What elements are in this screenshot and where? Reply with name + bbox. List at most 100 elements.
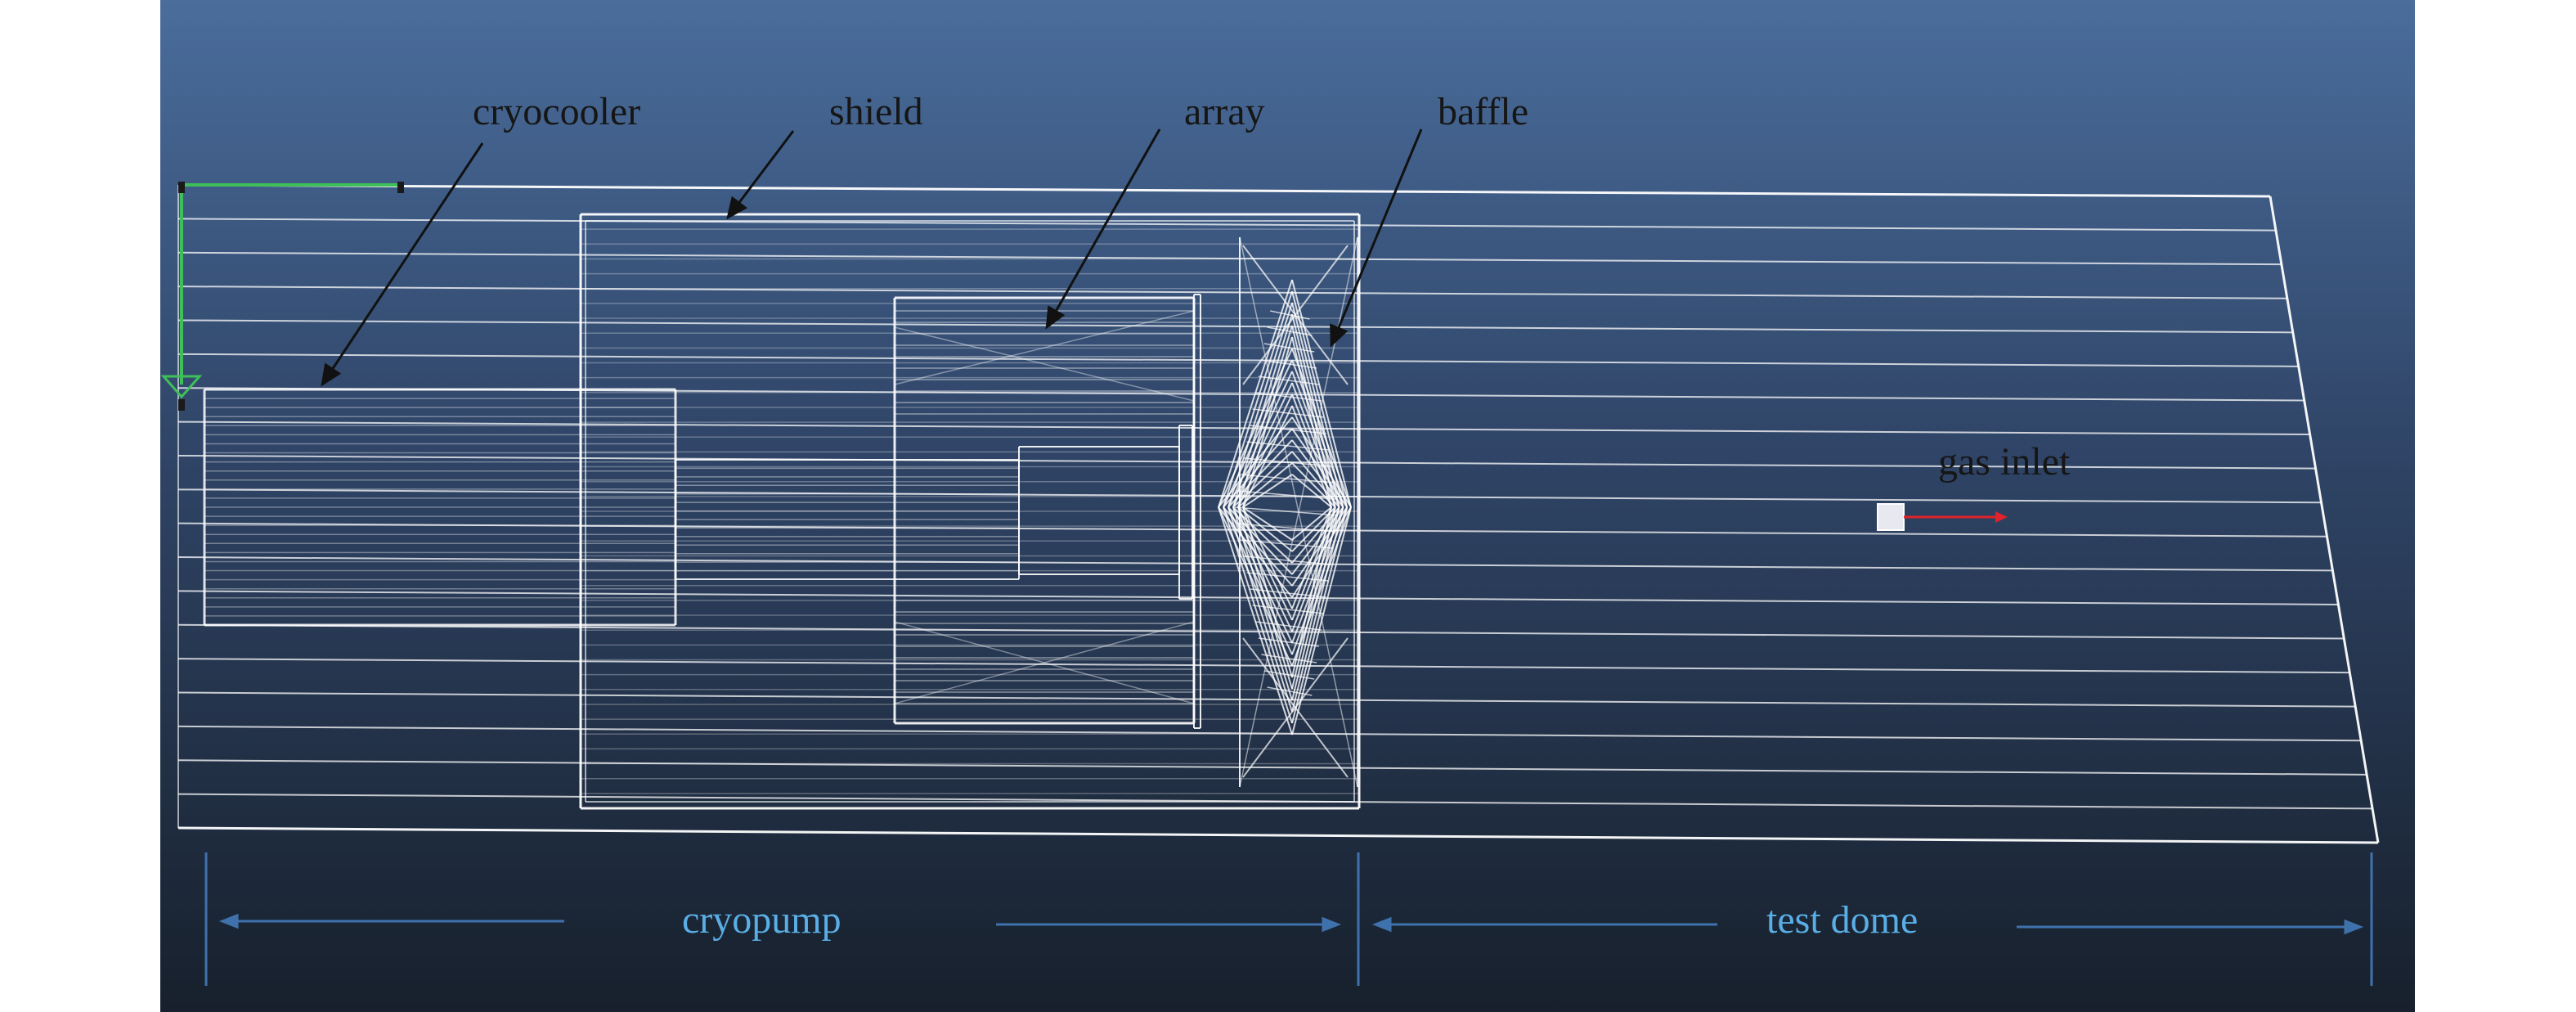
wireframe-edge <box>1291 506 1344 644</box>
wireframe-edge <box>894 621 1195 704</box>
baffle-label: baffle <box>1438 90 1528 133</box>
wireframe-edge <box>1291 506 1352 735</box>
wireframe-edge <box>1232 382 1293 508</box>
shield-label: shield <box>829 90 923 133</box>
wireframe-edge <box>1291 371 1344 508</box>
wireframe-edge <box>1255 621 1322 631</box>
wireframe-edge <box>177 522 2327 537</box>
wireframe-edge <box>1237 506 1293 690</box>
wireframe-edge <box>1232 506 1293 632</box>
array-leader <box>1045 128 1161 330</box>
wireframe-edge <box>1263 670 1315 680</box>
baffle-leader <box>1330 128 1423 348</box>
wireframe-edge <box>1258 637 1320 647</box>
wireframe-edge <box>1270 310 1310 320</box>
wireframe-edge <box>1246 572 1329 582</box>
wireframe-edge <box>1243 555 1331 565</box>
baffle-wireframe <box>1218 236 1358 788</box>
wireframe-edge <box>1227 506 1293 713</box>
wireframe-edge <box>1242 474 1293 508</box>
cryopump-dimension-label: cryopump <box>682 898 841 942</box>
wireframe-edge <box>1252 605 1324 614</box>
wireframe-edge <box>1291 506 1332 609</box>
wireframe-edge <box>1252 408 1324 418</box>
wireframe-edge <box>1237 325 1293 508</box>
wireframe-edge <box>177 488 2322 504</box>
gas-inlet-marker <box>1877 503 2008 531</box>
wireframe-edge <box>1291 394 1336 508</box>
wireframe-edge <box>177 183 2271 198</box>
wireframe-edge <box>177 691 2356 708</box>
wireframe-edge <box>1267 686 1313 696</box>
cryocooler-leader <box>321 142 484 387</box>
wireframe-edge <box>1246 441 1329 451</box>
wireframe-edge <box>1237 523 1336 533</box>
wireframe-edge <box>1258 376 1320 385</box>
wireframe-edge <box>894 621 1195 704</box>
wireframe-edge <box>1291 290 1349 508</box>
wireframe-edge <box>1249 588 1326 598</box>
array-label: array <box>1184 90 1265 133</box>
wireframe-edge <box>1243 457 1331 467</box>
wireframe-edge <box>1291 506 1336 621</box>
wireframe-edge <box>177 319 2293 334</box>
wireframe-edge <box>1223 290 1293 508</box>
wireframe-edge <box>894 310 1195 385</box>
cryocooler-wireframe <box>203 388 677 627</box>
wireframe-edge <box>1242 506 1293 678</box>
wireframe-edge <box>1291 506 1344 713</box>
shield-wireframe <box>579 213 1361 810</box>
wireframe-edge <box>1261 654 1317 663</box>
wireframe-edge <box>1223 506 1293 655</box>
wireframe-edge <box>1249 425 1326 434</box>
cryocooler-label: cryocooler <box>473 90 640 133</box>
wireframe-edge <box>1291 313 1340 508</box>
axis-triad-icon <box>160 182 404 411</box>
wireframe-edge <box>1234 506 1339 516</box>
wireframe-edge <box>177 251 2282 266</box>
wireframe-edge <box>2269 196 2380 843</box>
wireframe-edge <box>1242 405 1293 508</box>
wireframe-edge <box>1227 371 1293 508</box>
wireframe-edge <box>1237 490 1336 500</box>
wireframe-edge <box>1241 474 1334 484</box>
wireframe-edge <box>1291 506 1336 690</box>
test-dome-wireframe <box>177 183 2380 844</box>
wireframe-edge <box>1242 506 1293 541</box>
wireframe-edge <box>1227 302 1293 508</box>
wireframe-edge <box>1291 506 1340 701</box>
wireframe-edge <box>1241 539 1334 549</box>
wireframe-edge <box>1237 506 1293 621</box>
wireframe-edge <box>1242 245 1349 385</box>
wireframe-edge <box>1218 506 1293 735</box>
wireframe-edge <box>177 759 2367 776</box>
wireframe-edge <box>1291 382 1340 508</box>
wireframe-edge <box>1291 506 1349 724</box>
wireframe-edge <box>1218 348 1293 508</box>
wireframe-edge <box>894 326 1195 402</box>
wireframe-edge <box>1242 336 1293 508</box>
wireframe-edge <box>1291 506 1349 655</box>
viewport-background <box>160 0 2415 1012</box>
gas-inlet-label: gas inlet <box>1938 440 2071 484</box>
array-wireframe <box>675 294 1201 729</box>
dimension-lines <box>204 852 2373 986</box>
wireframe-edge <box>1291 302 1344 508</box>
wireframe-edge <box>1242 637 1349 778</box>
wireframe-edge <box>1227 506 1293 644</box>
wireframe-edge <box>177 826 2379 844</box>
wireframe-edge <box>1291 405 1332 508</box>
wireframe-edge <box>177 623 2345 640</box>
wireframe-edge <box>1291 506 1332 678</box>
wireframe-edge <box>177 353 2299 367</box>
wireframe-edge <box>1291 506 1332 541</box>
wireframe-edge <box>177 286 2287 299</box>
wireframe-edge <box>1218 506 1293 667</box>
wireframe-edge <box>177 218 2276 232</box>
wireframe-edge <box>177 725 2362 742</box>
wireframe-edge <box>1232 506 1293 701</box>
wireframe-edge <box>1291 359 1349 508</box>
wireframe-edge <box>1218 279 1293 508</box>
wireframe-edge <box>1255 392 1322 402</box>
